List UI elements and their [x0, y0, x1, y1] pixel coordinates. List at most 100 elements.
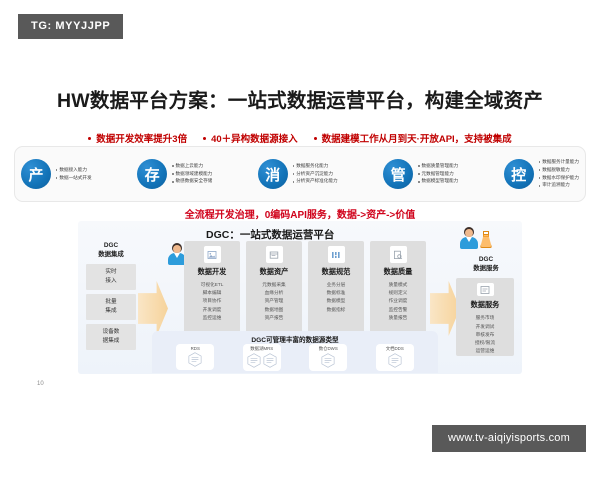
page-number: 10 — [37, 381, 44, 387]
bullet-item: 40＋异构数据源接入 — [203, 131, 298, 145]
card-sub-item: 开发调度 — [202, 306, 222, 312]
integration-box-line2: 接入 — [105, 277, 117, 284]
capability-item: 数据一站式开发 — [56, 175, 91, 182]
data-source-item[interactable]: 数仓DWS — [309, 344, 348, 371]
capability-item-list: 数据上云能力数据领域建模能力敏感数据安全存储 — [172, 163, 213, 186]
capability-group-管: 管数据质量管理能力元数据管理能力数据模型管理能力 — [383, 159, 458, 189]
card-sub-list: 业务分层数据标准数据模型数据指标 — [327, 281, 346, 314]
bullet-text: 数据建模工作从月到天·开放API，支持被集成 — [321, 134, 512, 145]
data-service-card[interactable]: 数据服务 服务市场开发调试审核发布授权/限流运营运维 — [456, 277, 514, 356]
data-service-column: DGC 数据服务 数据服务 服务市场开发调试审核发布授权/限流运营运维 — [456, 255, 516, 356]
data-source-label: RDS — [190, 346, 200, 351]
data-source-hexagon-icon — [321, 353, 335, 368]
quality-check-icon — [389, 246, 407, 263]
data-service-heading: DGC 数据服务 — [456, 255, 516, 274]
integration-box[interactable]: 设备数据集成 — [86, 323, 136, 350]
integration-box[interactable]: 批量集成 — [86, 293, 136, 320]
service-icon — [476, 282, 494, 297]
capability-item: 元数据管理能力 — [418, 171, 458, 178]
integration-box-line1: 设备数 — [102, 329, 120, 336]
card-sub-item: 可视化ETL — [200, 282, 224, 287]
chart-image-icon — [203, 246, 221, 263]
capability-item: 分析资产沉淀能力 — [293, 171, 338, 178]
capability-card[interactable]: 数据规范业务分层数据标准数据模型数据指标 — [308, 241, 364, 339]
card-sub-item: 规则定义 — [388, 290, 408, 296]
capability-item: 敏感数据安全存储 — [172, 178, 213, 185]
service-heading-line2: 数据服务 — [473, 265, 499, 273]
flask-icon — [478, 231, 492, 248]
card-sub-item: 数据指标 — [326, 306, 346, 312]
card-sub-item: 质量报告 — [388, 314, 408, 320]
integration-box-line1: 实时 — [105, 269, 117, 276]
watermark: www.tv-aiqiyisports.com — [432, 425, 586, 452]
bullet-dot-icon — [313, 136, 317, 140]
service-card-subs: 服务市场开发调试审核发布授权/限流运营运维 — [475, 314, 495, 355]
capability-group-控: 控数据服务计量能力数据脱敏能力数据水印保护能力审计追溯能力 — [503, 159, 579, 190]
data-source-row: RDS 数据湖MRS 数仓DWS 文档DDS — [152, 344, 438, 371]
card-sub-item: 质量模式 — [388, 282, 408, 287]
card-sub-item: 监控告警 — [388, 306, 408, 312]
capability-card[interactable]: 数据质量质量模式规则定义作业调度监控告警质量报告 — [370, 241, 426, 339]
capability-item: 数据上云能力 — [172, 163, 212, 170]
data-source-hexagon-icon — [247, 353, 277, 368]
data-source-hexagon-icon — [188, 352, 202, 367]
capability-item: 审计追溯能力 — [539, 182, 579, 189]
card-sub-item: 资产管理 — [264, 298, 284, 304]
flow-arrow-left-icon — [138, 281, 168, 336]
integration-heading-line2: 数据集成 — [98, 251, 124, 259]
structure-icon — [327, 246, 345, 263]
data-integration-column: DGC 数据集成 实时接入批量集成设备数据集成 — [86, 241, 136, 350]
capability-item: 数据质量管理能力 — [418, 163, 459, 170]
capability-card[interactable]: 数据资产元数据采集血缘分析资产管理数据地图资产报告 — [246, 241, 302, 339]
integration-box[interactable]: 实时接入 — [86, 263, 136, 290]
capability-item: 数据接入能力 — [56, 167, 92, 174]
bullet-line: 数据开发效率提升3倍 40＋异构数据源接入 数据建模工作从月到天·开放API，支持被… — [0, 131, 600, 145]
engineer-person-icon — [168, 243, 186, 265]
data-integration-heading: DGC 数据集成 — [86, 241, 136, 260]
data-source-item[interactable]: 数据湖MRS — [242, 344, 281, 371]
capability-item: 数据模型管理能力 — [418, 178, 459, 185]
bullet-text: 数据开发效率提升3倍 — [96, 134, 188, 145]
card-sub-item: 资产报告 — [264, 314, 284, 320]
data-source-item[interactable]: RDS — [176, 344, 215, 370]
page-title: HW数据平台方案：一站式数据运营平台，构建全域资产 — [57, 90, 543, 112]
card-sub-list: 元数据采集血缘分析资产管理数据地图资产报告 — [262, 281, 285, 322]
capability-item: 数据服务计量能力 — [539, 159, 579, 166]
data-source-band: DGC可管理丰富的数据源类型 RDS 数据湖MRS 数仓DWS 文档DDS — [152, 331, 438, 373]
card-sub-item: 监控运维 — [202, 314, 222, 320]
card-sub-item: 血缘分析 — [264, 290, 284, 296]
capability-glyph-icon: 控 — [503, 159, 534, 189]
capability-group-存: 存数据上云能力数据领域建模能力敏感数据安全存储 — [137, 159, 212, 189]
service-sub-item: 开发调试 — [475, 323, 495, 329]
capability-item: 数据服务化能力 — [293, 163, 338, 170]
bullet-item: 数据建模工作从月到天·开放API，支持被集成 — [313, 131, 512, 145]
document-icon — [265, 246, 283, 263]
integration-box-line2: 据集成 — [102, 337, 120, 344]
service-sub-item: 服务市场 — [475, 315, 495, 321]
data-source-item[interactable]: 文档DDS — [375, 344, 414, 371]
capability-glyph-icon: 管 — [383, 159, 414, 189]
card-title: 数据规范 — [321, 267, 351, 276]
integration-box-line2: 集成 — [105, 307, 117, 314]
capability-glyph-icon: 存 — [137, 159, 168, 189]
integration-heading-line1: DGC — [103, 242, 119, 249]
data-source-title: DGC可管理丰富的数据源类型 — [251, 337, 339, 344]
service-sub-item: 授权/限流 — [474, 340, 496, 346]
card-title: 数据质量 — [383, 267, 413, 276]
card-sub-item: 脚本编辑 — [202, 290, 222, 296]
capability-item: 数据脱敏能力 — [539, 167, 579, 174]
capability-item-list: 数据接入能力数据一站式开发 — [56, 167, 92, 182]
service-heading-line1: DGC — [478, 256, 494, 263]
capability-item: 分析资产标准化能力 — [293, 178, 337, 185]
data-source-hexagon-icon — [388, 353, 402, 368]
bullet-item: 数据开发效率提升3倍 — [88, 131, 187, 145]
card-sub-list: 质量模式规则定义作业调度监控告警质量报告 — [389, 281, 408, 322]
card-title: 数据资产 — [259, 267, 289, 276]
service-card-title: 数据服务 — [470, 300, 500, 310]
integration-box-line1: 批量 — [105, 299, 117, 306]
capability-glyph-icon: 产 — [21, 159, 51, 189]
bullet-dot-icon — [88, 136, 92, 140]
